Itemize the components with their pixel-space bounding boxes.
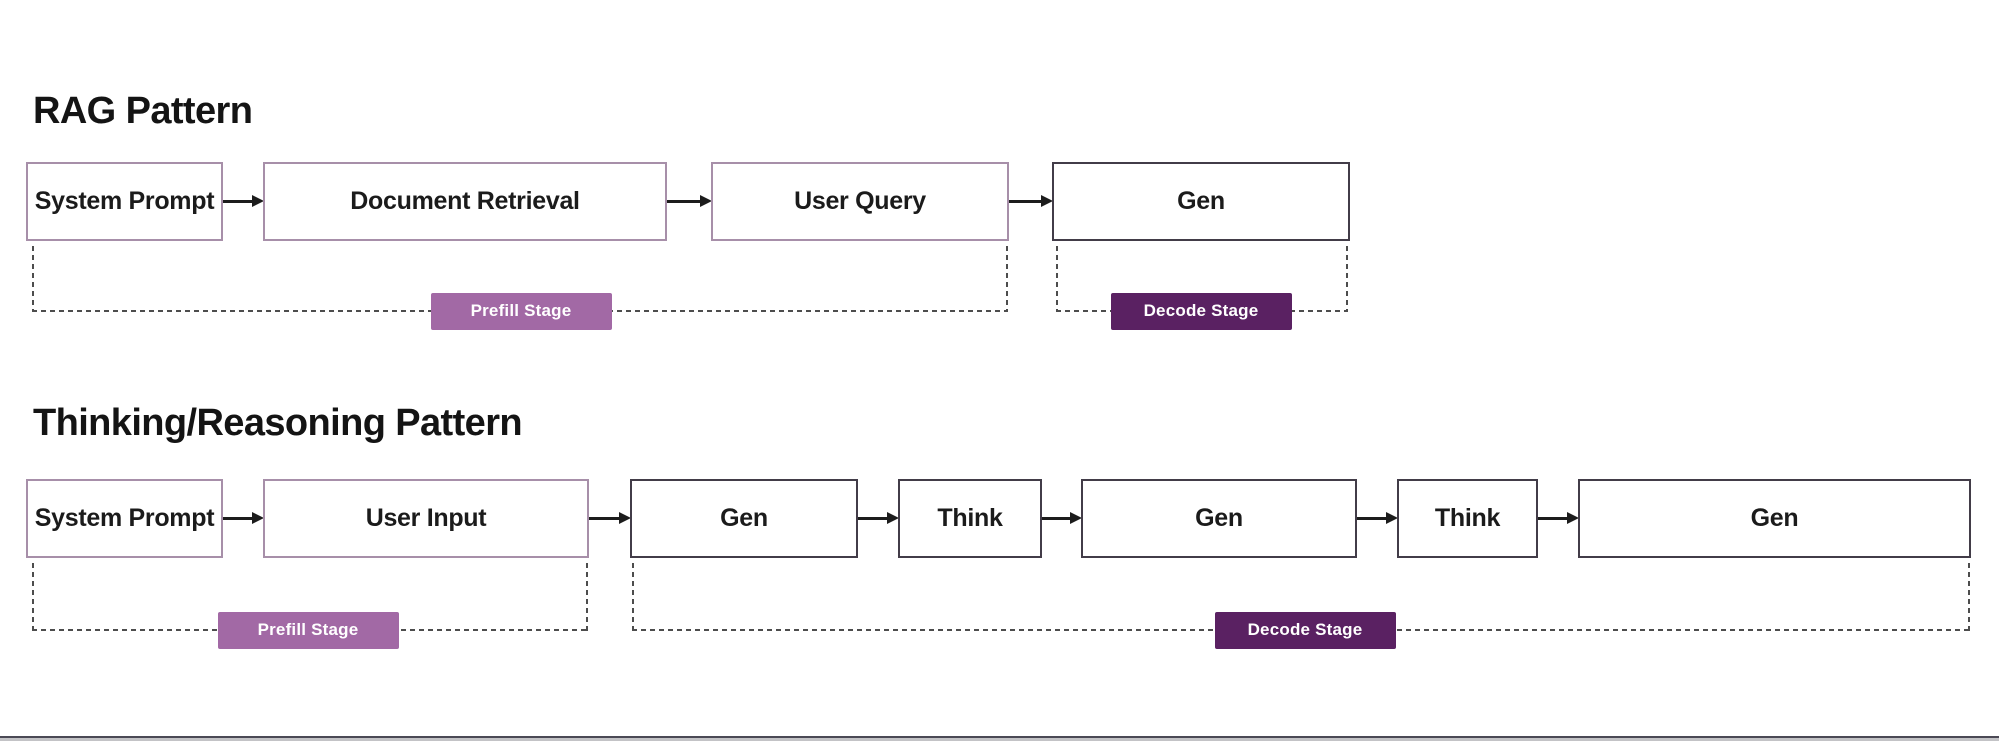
section-title: RAG Pattern [33,90,253,132]
flow-arrow [1042,479,1082,558]
flow-box-label: Gen [1177,187,1225,215]
flow-box-label: Gen [1195,504,1243,532]
flow-box: Document Retrieval [263,162,667,241]
flow-box: Gen [1578,479,1971,558]
arrow-head-icon [887,512,899,524]
bracket-line-vertical [1056,246,1058,312]
flow-arrow [1538,479,1579,558]
flow-box: Gen [630,479,858,558]
flow-box: User Query [711,162,1009,241]
flow-box: Think [898,479,1042,558]
flow-box-label: User Input [365,504,487,532]
stage-badge: Decode Stage [1214,611,1396,649]
flow-box-label: Gen [720,504,768,532]
section-title: Thinking/Reasoning Pattern [33,402,523,444]
flow-box: Think [1397,479,1538,558]
bracket-line-vertical [586,563,588,631]
arrow-shaft [1009,200,1043,203]
flow-box-label: User Query [794,187,926,215]
flow-arrow [858,479,899,558]
arrow-head-icon [1386,512,1398,524]
flow-arrow [589,479,631,558]
arrow-head-icon [1041,195,1053,207]
bracket-line-vertical [1968,563,1970,631]
flow-arrow [1357,479,1398,558]
bracket-line-vertical [1346,246,1348,312]
arrow-shaft [223,200,254,203]
stage-badge: Prefill Stage [430,292,612,330]
arrow-head-icon [252,512,264,524]
flow-box-label: Document Retrieval [350,187,580,215]
bracket-line-vertical [632,563,634,631]
flow-arrow [223,162,264,241]
bottom-divider [0,736,1999,741]
arrow-shaft [589,517,621,520]
flow-box-label: System Prompt [34,187,215,215]
flow-box-label: Think [937,504,1003,532]
arrow-shaft [1538,517,1569,520]
arrow-head-icon [252,195,264,207]
arrow-head-icon [1070,512,1082,524]
bracket-line-vertical [32,563,34,631]
flow-box-label: System Prompt [34,504,215,532]
arrow-shaft [1042,517,1072,520]
arrow-shaft [858,517,889,520]
arrow-head-icon [619,512,631,524]
flow-arrow [1009,162,1053,241]
arrow-shaft [1357,517,1388,520]
flow-box: Gen [1052,162,1350,241]
flow-arrow [223,479,264,558]
arrow-shaft [223,517,254,520]
bracket-line-vertical [32,246,34,312]
arrow-shaft [667,200,702,203]
flow-arrow [667,162,712,241]
arrow-head-icon [700,195,712,207]
bracket-line-vertical [1006,246,1008,312]
arrow-head-icon [1567,512,1579,524]
stage-badge: Decode Stage [1110,292,1292,330]
flow-box: Gen [1081,479,1357,558]
stage-badge: Prefill Stage [217,611,399,649]
flow-box-label: Gen [1750,504,1799,532]
flow-box: System Prompt [26,162,223,241]
flow-box: System Prompt [26,479,223,558]
flow-box: User Input [263,479,589,558]
flow-box-label: Think [1434,504,1501,532]
